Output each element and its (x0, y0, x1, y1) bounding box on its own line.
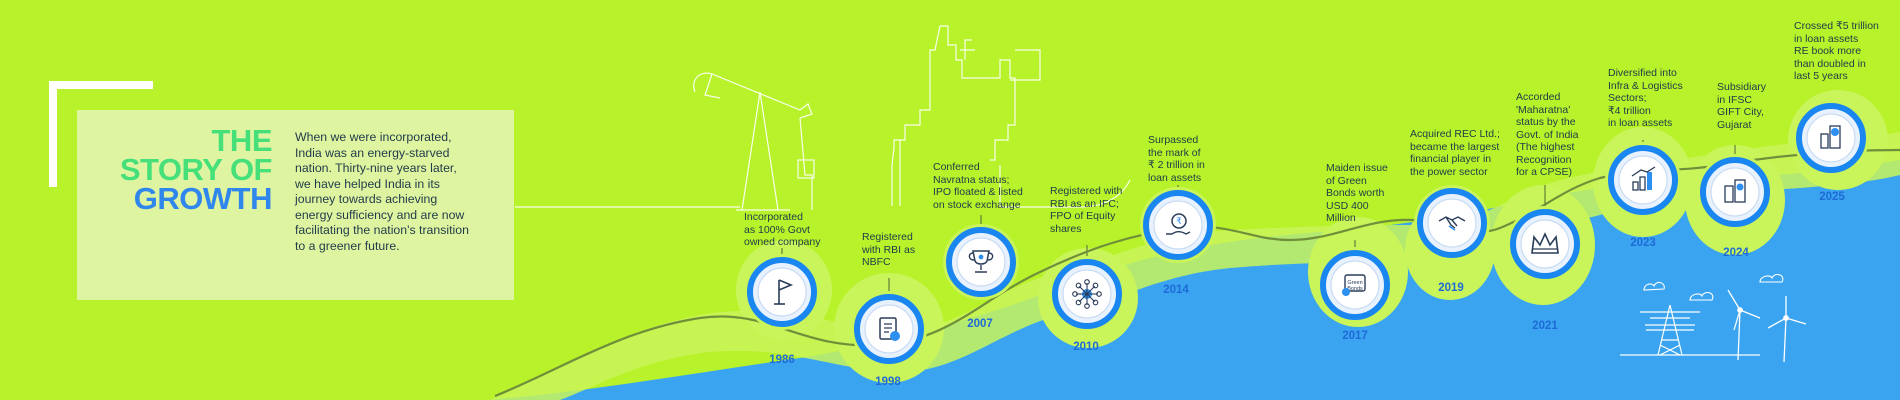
intro-line: to a greener future. (295, 238, 400, 253)
milestone-2019-marker (1414, 185, 1490, 261)
pylon-illustration (1620, 304, 1760, 356)
milestone-2014-marker: ₹ (1140, 185, 1216, 263)
milestone-2024-marker (1697, 145, 1773, 230)
svg-text:Bonds: Bonds (1347, 286, 1363, 292)
milestone-inner (1427, 198, 1477, 248)
milestone-inner (864, 304, 914, 354)
page-title: THE STORY OF GROWTH (77, 123, 273, 216)
year-2023: 2023 (1630, 237, 1656, 249)
growth-chart-icon (1631, 166, 1656, 191)
milestone-inner (1153, 200, 1203, 250)
handshake-icon (1438, 216, 1466, 231)
flag-icon (774, 279, 794, 305)
refinery-illustration (514, 25, 1131, 208)
intro-line: energy sufficiency and are now (295, 207, 465, 222)
decorative-bracket-top (49, 81, 153, 89)
decorative-bracket-left (49, 81, 57, 187)
intro-line: nation. Thirty-nine years later, (295, 161, 457, 175)
year-2010: 2010 (1073, 341, 1099, 353)
oil-pumpjack-illustration (693, 72, 815, 211)
intro-panel (77, 110, 514, 300)
certificate-icon (879, 317, 900, 341)
title-line-1: THE (211, 123, 273, 158)
milestone-2010-marker (1049, 245, 1125, 332)
year-1998: 1998 (875, 376, 901, 388)
year-2024: 2024 (1723, 247, 1749, 259)
year-2014: 2014 (1163, 284, 1189, 296)
milestone-1998-marker (851, 278, 927, 367)
intro-line: we have helped India in its (295, 176, 440, 191)
milestone-2025-marker (1793, 100, 1869, 176)
rupee-hand-icon: ₹ (1166, 213, 1191, 235)
milestone-inner (1330, 260, 1380, 310)
milestone-inner (1806, 113, 1856, 163)
milestone-2021-marker (1507, 185, 1583, 282)
milestone-inner (757, 267, 807, 317)
year-2025: 2025 (1819, 191, 1845, 203)
svg-text:₹: ₹ (1176, 216, 1182, 226)
wind-turbines-illustration (1727, 289, 1807, 363)
intro-line: facilitating the nation's transition (295, 223, 469, 237)
milestone-1986-marker (744, 248, 820, 330)
intro-line: When we were incorporated, (295, 130, 452, 144)
clouds-illustration (1643, 273, 1784, 301)
milestone-inner (1618, 155, 1668, 205)
year-1986: 1986 (769, 354, 795, 366)
milestone-inner (1520, 219, 1570, 269)
svg-text:Green: Green (1347, 280, 1362, 286)
intro-paragraph: When we were incorporated, India was an … (295, 130, 505, 254)
year-2019: 2019 (1438, 282, 1464, 294)
intro-line: journey towards achieving (295, 192, 438, 206)
year-2017: 2017 (1342, 330, 1368, 342)
milestone-inner (956, 237, 1006, 287)
year-2007: 2007 (967, 318, 993, 330)
title-line-3: GROWTH (133, 181, 273, 216)
title-line-2: STORY OF (119, 152, 273, 187)
milestone-2007-marker (943, 215, 1019, 300)
milestone-2023-marker (1605, 140, 1681, 218)
intro-line: India was an energy-starved (295, 145, 450, 160)
network-icon (1072, 279, 1102, 309)
crown-icon (1531, 232, 1559, 254)
growth-building-icon (1820, 125, 1841, 149)
year-2021: 2021 (1532, 320, 1558, 332)
buildings-icon (1724, 179, 1746, 203)
trophy-icon (968, 250, 994, 273)
